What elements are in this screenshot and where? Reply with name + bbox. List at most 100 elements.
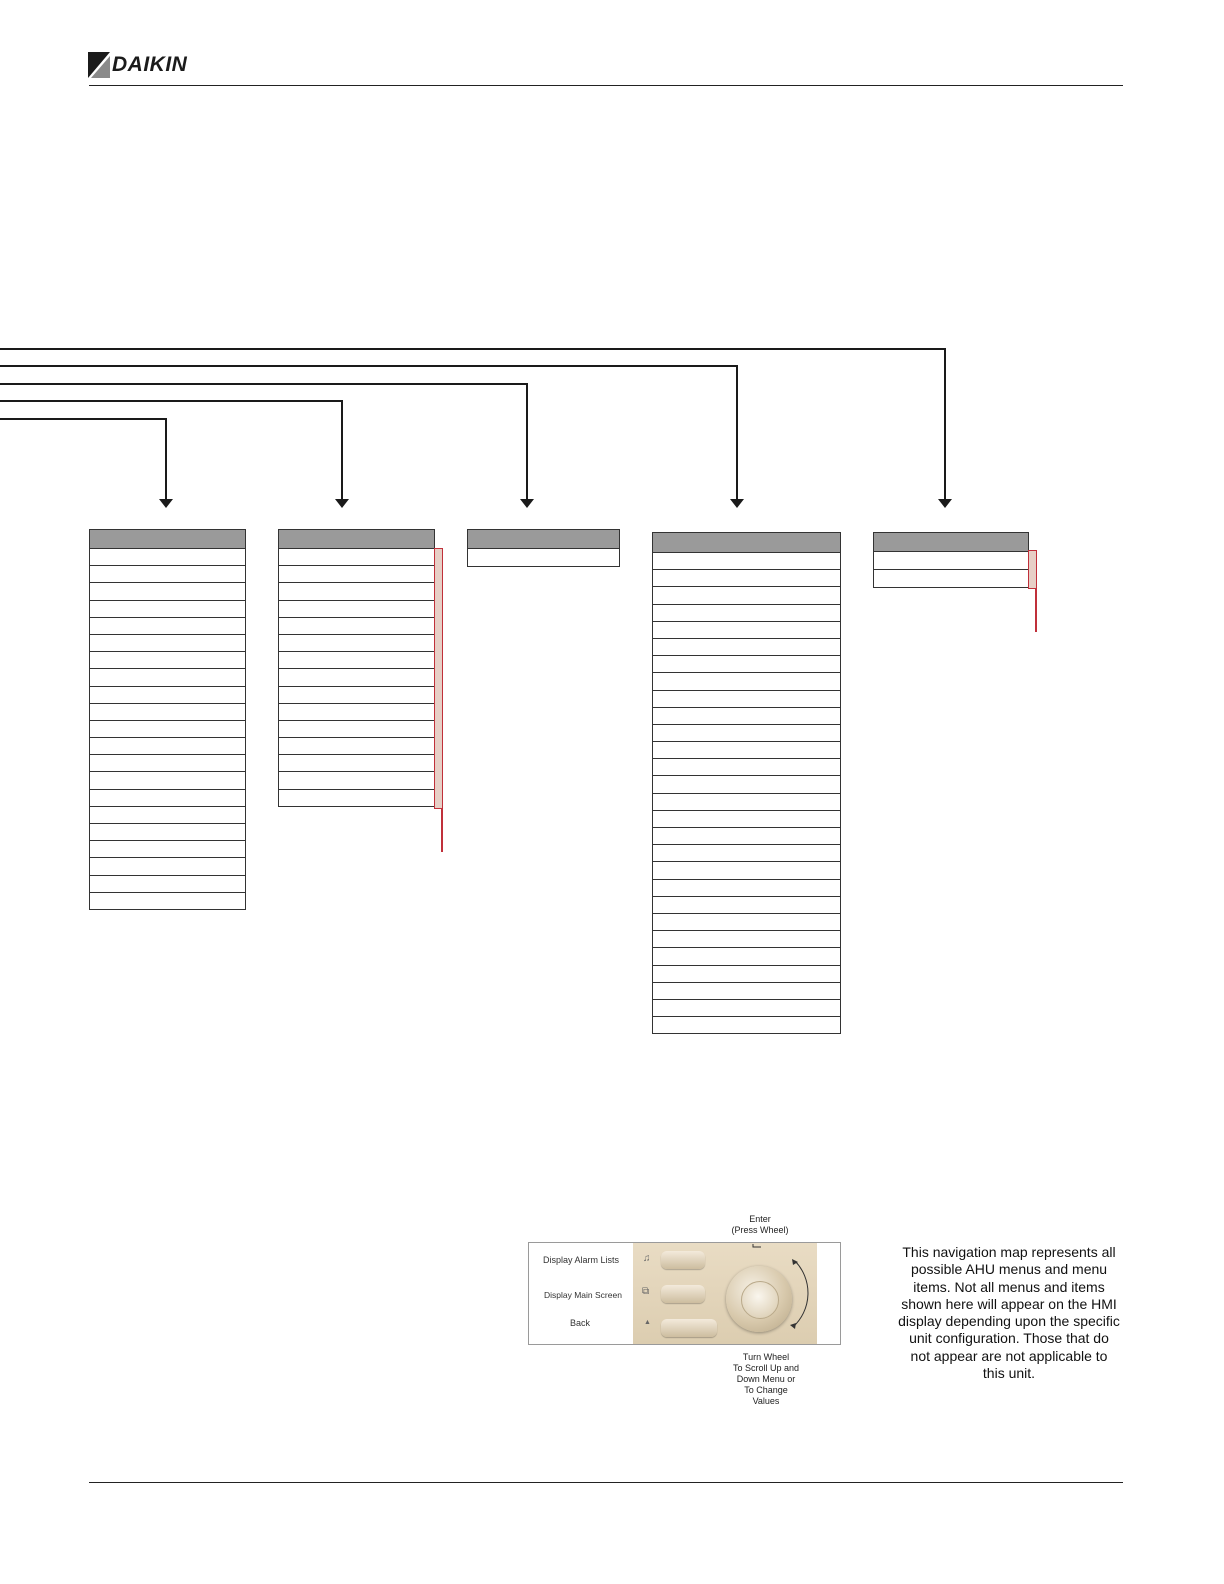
- menu-item[interactable]: [653, 553, 840, 571]
- menu-item[interactable]: [279, 652, 434, 670]
- menu-item[interactable]: [279, 772, 434, 790]
- menu-item[interactable]: [90, 566, 245, 584]
- menu-item[interactable]: [90, 549, 245, 567]
- menu-item[interactable]: [90, 618, 245, 635]
- menu-item[interactable]: [90, 704, 245, 721]
- back-button-label: Back: [570, 1318, 591, 1328]
- menu-item[interactable]: [653, 845, 840, 863]
- menu-header: [653, 533, 840, 553]
- menu-item[interactable]: [90, 807, 245, 824]
- menu-item[interactable]: [653, 673, 840, 691]
- menu-item[interactable]: [653, 948, 840, 966]
- menu-item[interactable]: [90, 893, 245, 910]
- connector-arrowheads: [159, 499, 952, 508]
- menu-item[interactable]: [653, 828, 840, 846]
- menu-item[interactable]: [90, 858, 245, 876]
- menu-item[interactable]: [90, 635, 245, 653]
- menu-item[interactable]: [90, 583, 245, 601]
- footer-divider: [89, 1482, 1123, 1483]
- menu-item[interactable]: [279, 618, 434, 635]
- menu-item[interactable]: [874, 570, 1028, 588]
- main-screen-button-label: Display Main Screen: [544, 1290, 622, 1300]
- menu-item[interactable]: [90, 669, 245, 687]
- menu-item[interactable]: [279, 721, 434, 739]
- menu-item[interactable]: [653, 742, 840, 760]
- navigation-map-note: This navigation map represents all possi…: [898, 1244, 1120, 1382]
- menu-box-3: [467, 529, 620, 567]
- menu-header: [279, 530, 434, 549]
- menu-item[interactable]: [279, 549, 434, 567]
- wheel-center[interactable]: [741, 1281, 779, 1319]
- menu-item[interactable]: [653, 587, 840, 605]
- hmi-face-plate: ♫ ⧉ ▲: [633, 1243, 817, 1344]
- menu-item[interactable]: [90, 687, 245, 704]
- menu-item[interactable]: [653, 639, 840, 657]
- menu-item[interactable]: [279, 704, 434, 721]
- menu-item[interactable]: [653, 983, 840, 1000]
- menu-item[interactable]: [279, 687, 434, 704]
- arrowhead-menu-3-icon: [520, 499, 534, 508]
- menu-header: [874, 533, 1028, 552]
- menu-item[interactable]: [279, 755, 434, 773]
- menu-item[interactable]: [653, 622, 840, 639]
- menu-header: [90, 530, 245, 549]
- menu-item[interactable]: [279, 669, 434, 687]
- main-screen-button[interactable]: [661, 1285, 705, 1303]
- arrowhead-menu-5-icon: [938, 499, 952, 508]
- daikin-logo: DAIKIN: [88, 52, 218, 80]
- menu-item[interactable]: [90, 755, 245, 773]
- menu-item[interactable]: [653, 725, 840, 743]
- menu-item[interactable]: [90, 738, 245, 756]
- menu-item[interactable]: [279, 566, 434, 584]
- connector-lines: [0, 348, 946, 499]
- menu-item[interactable]: [90, 876, 245, 893]
- menu-item[interactable]: [468, 549, 619, 567]
- menu-item[interactable]: [90, 824, 245, 842]
- menu-item[interactable]: [653, 966, 840, 983]
- menu-box-4: [652, 532, 841, 1035]
- menu-item[interactable]: [653, 880, 840, 897]
- menu-item[interactable]: [90, 790, 245, 807]
- menu-item[interactable]: [653, 811, 840, 828]
- alarm-list-button[interactable]: [661, 1251, 705, 1269]
- optional-items-bracket-tail-menu-5: [1035, 589, 1037, 632]
- menu-item[interactable]: [653, 862, 840, 880]
- menu-item[interactable]: [90, 721, 245, 739]
- menu-item[interactable]: [279, 738, 434, 756]
- wheel-caption-line-1: Turn Wheel: [742, 1352, 790, 1362]
- connector-line-menu-4: [0, 365, 738, 499]
- menu-item[interactable]: [279, 583, 434, 601]
- menu-item[interactable]: [279, 635, 434, 653]
- menu-item[interactable]: [653, 691, 840, 708]
- menu-item[interactable]: [653, 776, 840, 794]
- menu-item[interactable]: [90, 601, 245, 618]
- menu-item[interactable]: [279, 790, 434, 807]
- header-divider: [89, 85, 1123, 86]
- menu-item[interactable]: [653, 914, 840, 932]
- enter-label: Enter: [749, 1214, 771, 1224]
- menu-item[interactable]: [653, 656, 840, 674]
- menu-box-1: [89, 529, 246, 910]
- navigation-wheel[interactable]: [726, 1266, 792, 1332]
- menu-item[interactable]: [653, 605, 840, 622]
- connector-line-menu-1: [0, 418, 167, 499]
- menu-item[interactable]: [874, 552, 1028, 570]
- connector-line-menu-2: [0, 400, 343, 499]
- menu-item[interactable]: [653, 1017, 840, 1035]
- menu-item[interactable]: [90, 772, 245, 790]
- menu-item[interactable]: [653, 570, 840, 588]
- back-button[interactable]: [661, 1319, 717, 1337]
- screens-icon: ⧉: [642, 1286, 650, 1297]
- menu-item[interactable]: [653, 931, 840, 949]
- menu-item[interactable]: [653, 1000, 840, 1018]
- menu-item[interactable]: [279, 601, 434, 618]
- connector-line-menu-5: [0, 348, 946, 499]
- menu-item[interactable]: [90, 841, 245, 859]
- menu-item[interactable]: [653, 708, 840, 725]
- menu-item[interactable]: [653, 897, 840, 914]
- alarm-button-label: Display Alarm Lists: [543, 1255, 620, 1265]
- menu-item[interactable]: [90, 652, 245, 670]
- menu-item[interactable]: [653, 794, 840, 811]
- arrowhead-menu-1-icon: [159, 499, 173, 508]
- menu-item[interactable]: [653, 759, 840, 777]
